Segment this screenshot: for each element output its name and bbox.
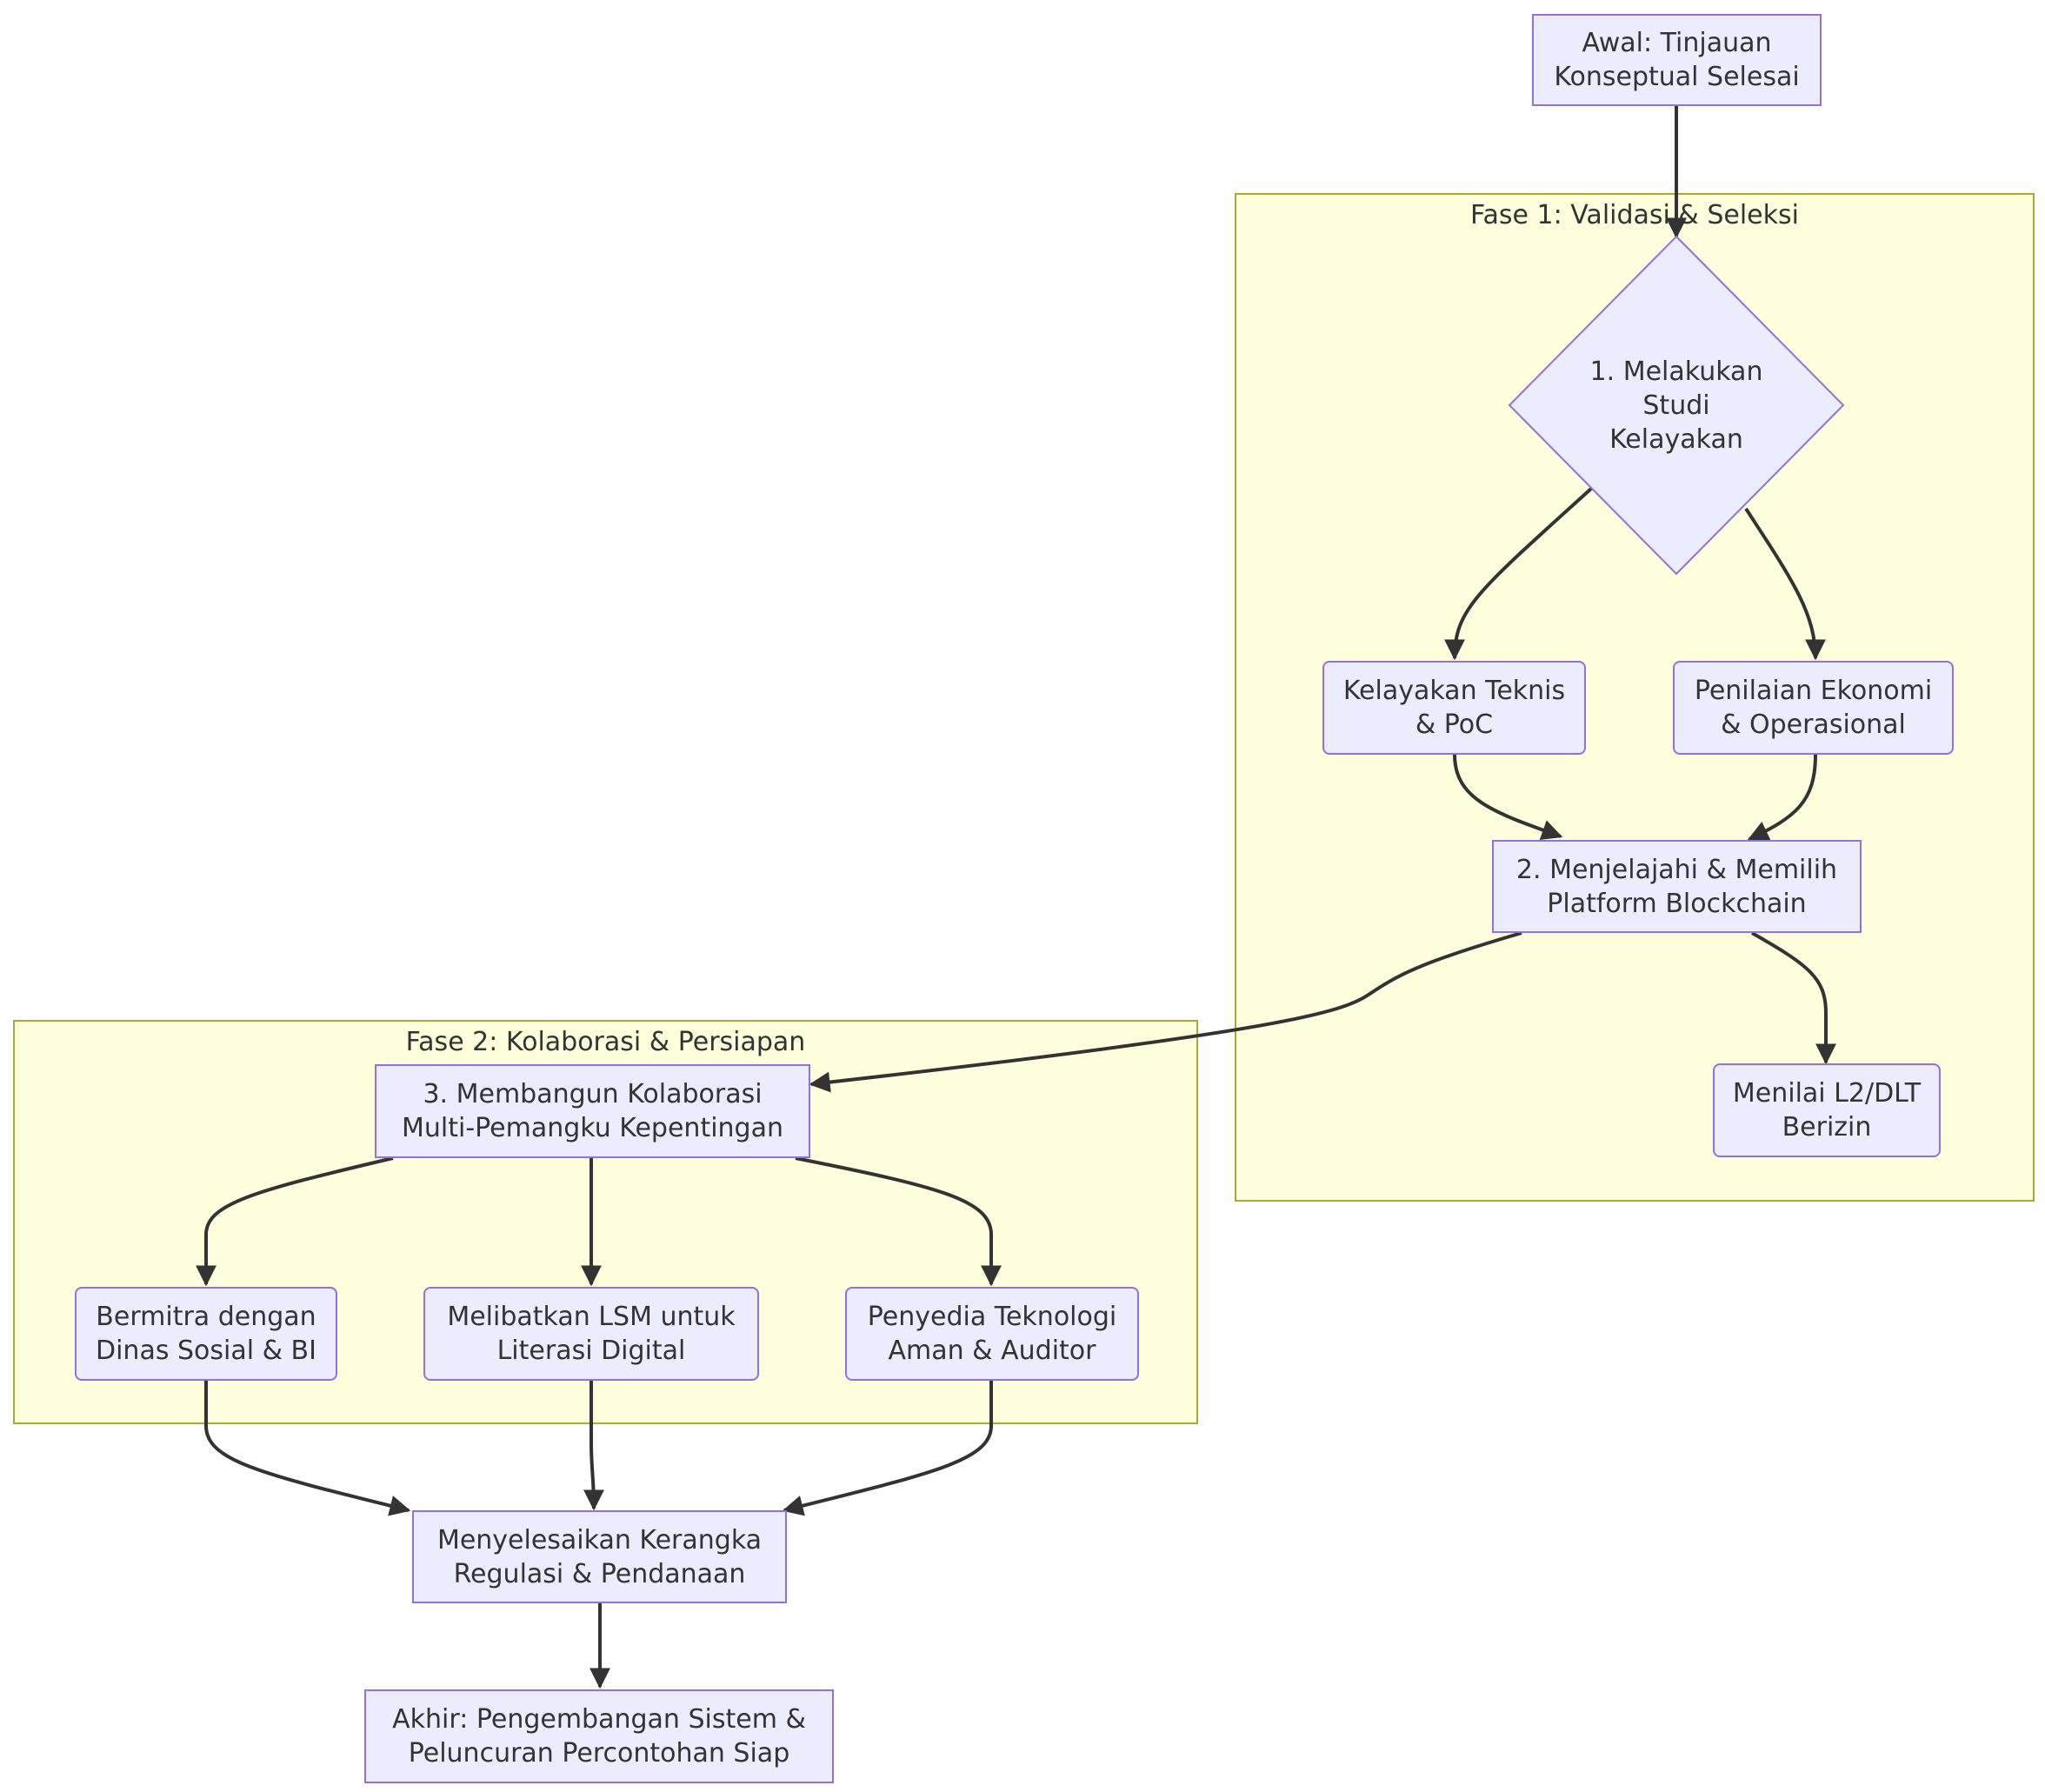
node-multi-stakeholder: 3. Membangun Kolaborasi Multi-Pemangku K… bbox=[375, 1064, 810, 1158]
edge-platform-to-l2dlt bbox=[1751, 931, 1836, 1065]
node-regulation-funding: Menyelesaikan Kerangka Regulasi & Pendan… bbox=[412, 1510, 787, 1603]
edge-feasibility-to-technical bbox=[1444, 487, 1593, 661]
node-tech-provider-auditor: Penyedia Teknologi Aman & Auditor bbox=[845, 1287, 1139, 1381]
node-start: Awal: Tinjauan Konseptual Selesai bbox=[1532, 14, 1822, 106]
node-end: Akhir: Pengembangan Sistem & Peluncuran … bbox=[364, 1689, 834, 1783]
edge-technical-to-platform bbox=[1453, 754, 1563, 840]
edge-economic-to-platform bbox=[1747, 754, 1817, 841]
edge-collab-to-tech bbox=[795, 1156, 1002, 1287]
node-economic-assessment: Penilaian Ekonomi & Operasional bbox=[1673, 661, 1954, 755]
edge-collab-to-partner bbox=[196, 1156, 394, 1287]
edge-platform-to-collab bbox=[809, 931, 1522, 1093]
edge-feasibility-to-economic bbox=[1744, 507, 1826, 661]
node-partner-dinsos-bi: Bermitra dengan Dinas Sosial & BI bbox=[75, 1287, 337, 1381]
node-l2-dlt: Menilai L2/DLT Berizin bbox=[1713, 1063, 1941, 1157]
edge-ngo-to-regulation bbox=[583, 1381, 604, 1511]
decision-diamond bbox=[1508, 235, 1845, 576]
node-blockchain-platform: 2. Menjelajahi & Memilih Platform Blockc… bbox=[1492, 840, 1862, 933]
cluster-phase-2-label: Fase 2: Kolaborasi & Persiapan bbox=[405, 1027, 806, 1057]
edge-tech-to-regulation bbox=[782, 1381, 993, 1516]
node-technical-feasibility: Kelayakan Teknis & PoC bbox=[1322, 661, 1586, 755]
node-feasibility-study: 1. Melakukan Studi Kelayakan bbox=[1589, 356, 1763, 455]
node-ngo-digital-literacy: Melibatkan LSM untuk Literasi Digital bbox=[423, 1287, 759, 1381]
cluster-phase-1-label: Fase 1: Validasi & Seleksi bbox=[1470, 200, 1799, 230]
edge-partner-to-regulation bbox=[204, 1381, 411, 1516]
